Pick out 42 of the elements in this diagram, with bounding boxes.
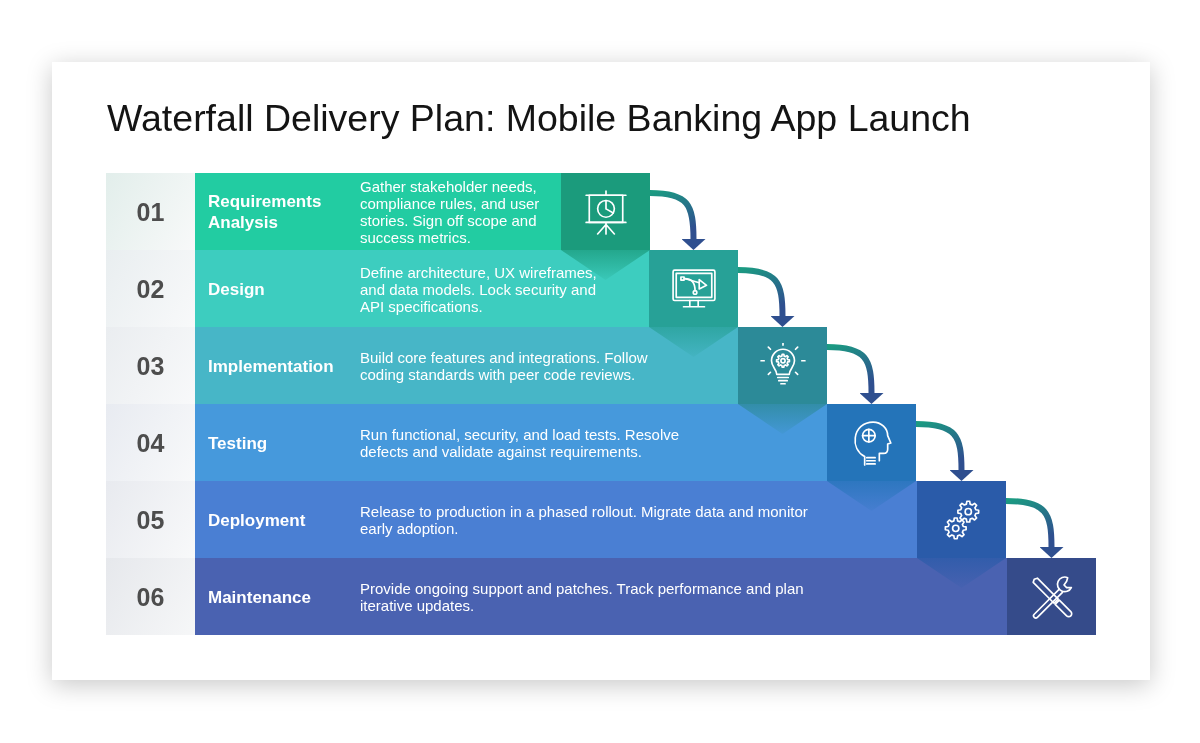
step-band <box>195 327 827 404</box>
step-title: Design <box>208 278 265 299</box>
curved-arrow <box>826 344 884 404</box>
number-panel <box>106 173 195 250</box>
icon-tile <box>738 327 827 404</box>
curved-arrow <box>1005 498 1064 558</box>
step-title: Implementation <box>208 355 334 376</box>
step-title: Requirements Analysis <box>208 190 323 233</box>
step-band <box>195 558 1096 635</box>
step-band <box>195 481 1006 558</box>
step-description: Define architecture, UX wireframes, and data models. Lock security and API specifications. <box>360 263 598 314</box>
step-number: 01 <box>136 196 165 227</box>
slide-title: Waterfall Delivery Plan: Mobile Banking App Launch <box>107 96 971 140</box>
icon-tile <box>561 173 650 250</box>
step-description: Release to production in a phased rollout. Migrate data and monitor early adoption. <box>360 502 809 537</box>
step-title: Deployment <box>208 509 306 530</box>
step-title: Maintenance <box>208 586 311 607</box>
step-description: Run functional, security, and load tests. Resolve defects and validate against requirements. <box>360 425 681 460</box>
step-title: Testing <box>208 432 268 453</box>
step-description: Provide ongoing support and patches. Track performance and plan iterative updates. <box>360 579 805 614</box>
icon-tile <box>917 481 1006 558</box>
curved-arrow <box>737 267 795 327</box>
curved-arrow <box>915 421 974 481</box>
icon-tile <box>827 404 916 481</box>
number-panel <box>106 327 195 404</box>
step-number: 04 <box>136 427 165 458</box>
icon-tile <box>649 250 738 327</box>
icon-tile <box>1007 558 1096 635</box>
step-band <box>195 173 650 250</box>
step-band <box>195 250 738 327</box>
number-panel <box>106 481 195 558</box>
number-panel <box>106 404 195 481</box>
number-panel <box>106 250 195 327</box>
step-number: 03 <box>136 350 165 381</box>
step-number: 05 <box>136 504 165 535</box>
step-band <box>195 404 916 481</box>
curved-arrow <box>649 190 706 250</box>
number-panel <box>106 558 195 635</box>
step-description: Gather stakeholder needs, compliance rules, and user stories. Sign off scope and success metrics. <box>360 177 541 246</box>
step-number: 02 <box>136 273 165 304</box>
step-number: 06 <box>136 581 165 612</box>
step-description: Build core features and integrations. Follow coding standards with peer code reviews. <box>360 348 649 383</box>
